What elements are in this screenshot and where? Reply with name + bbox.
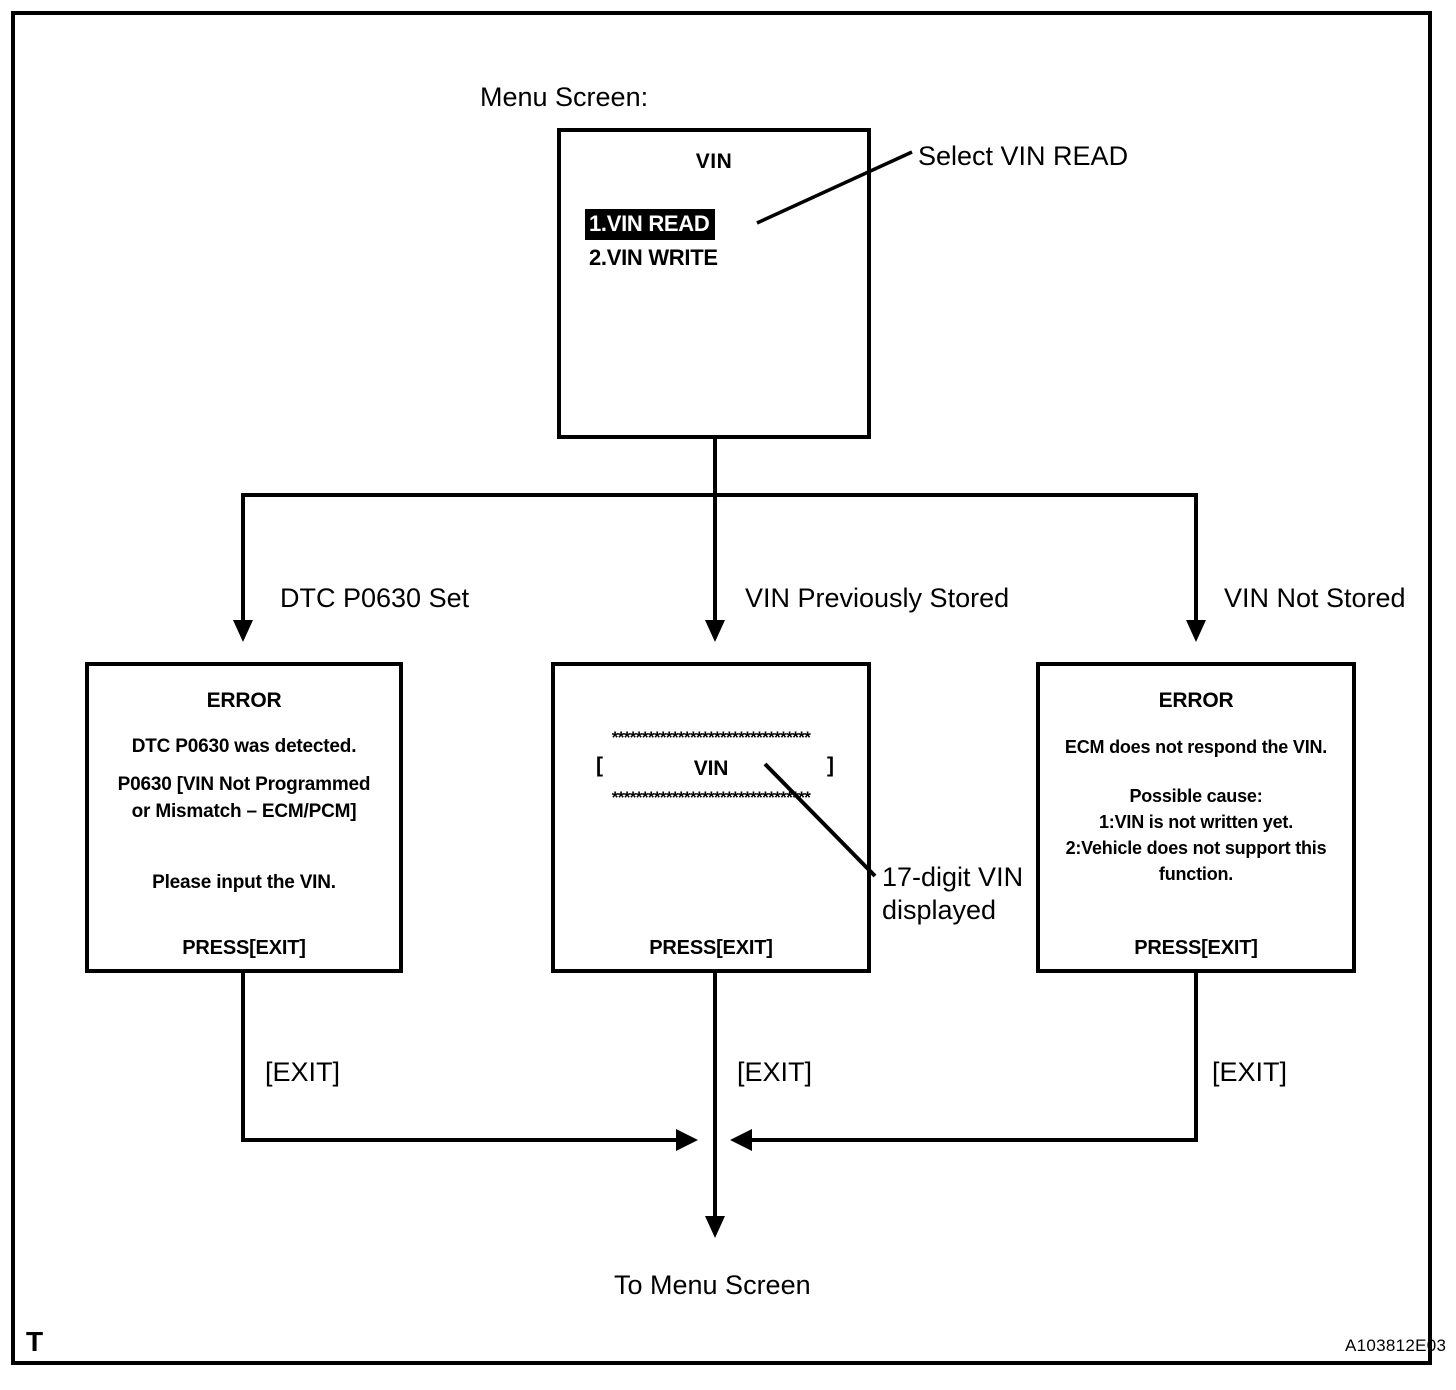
error-dtc-line2: P0630 [VIN Not Programmed — [117, 774, 371, 795]
error-dtc-line3: or Mismatch – ECM/PCM] — [131, 801, 357, 822]
vin-stars-bottom: ********************************* — [611, 788, 811, 807]
error-no-response-line5: function. — [1158, 864, 1234, 884]
vin-stars-top: ********************************* — [611, 728, 811, 747]
document-code: A103812E03 — [1345, 1336, 1447, 1355]
error-no-response-line3: 1:VIN is not written yet. — [1098, 812, 1294, 832]
menu-screen-box: VIN 1.VIN READ 2.VIN WRITE — [557, 128, 871, 439]
error-no-response-line2: Possible cause: — [1129, 786, 1263, 806]
exit-line-center — [713, 973, 717, 1142]
branch-line-center — [713, 493, 717, 623]
final-arrow — [705, 1216, 725, 1238]
merge-arrow-from-left — [676, 1129, 698, 1151]
vin-bracket-right: ] — [827, 754, 834, 777]
error-no-response-screen-box: ERROR ECM does not respond the VIN. Poss… — [1036, 662, 1356, 973]
branch-arrow-right — [1186, 620, 1206, 642]
error-dtc-screen-box: ERROR DTC P0630 was detected. P0630 [VIN… — [85, 662, 403, 973]
exit-label-right: [EXIT] — [1212, 1057, 1288, 1087]
exit-label-left: [EXIT] — [265, 1057, 341, 1087]
branch-line-left — [241, 493, 245, 623]
branch-label-dtc-set: DTC P0630 Set — [280, 583, 470, 613]
branch-arrow-left — [233, 620, 253, 642]
error-dtc-title: ERROR — [206, 689, 282, 712]
error-no-response-line1: ECM does not respond the VIN. — [1064, 737, 1328, 757]
menu-screen-caption: Menu Screen: — [480, 82, 649, 112]
menu-item-vin-write[interactable]: 2.VIN WRITE — [589, 245, 718, 270]
footer-to-menu-screen: To Menu Screen — [614, 1270, 811, 1300]
exit-line-left — [241, 973, 245, 1142]
error-no-response-line4: 2:Vehicle does not support this — [1065, 838, 1327, 858]
page-frame — [11, 11, 1432, 1365]
callout-17-digit-vin-line1: 17-digit VIN — [882, 862, 1024, 892]
error-no-response-title: ERROR — [1158, 689, 1234, 712]
vin-display-screen-box: ********************************* [ VIN … — [551, 662, 871, 973]
branch-bus — [241, 493, 1198, 497]
branch-line-right — [1194, 493, 1198, 623]
merge-arrow-from-right — [730, 1129, 752, 1151]
branch-label-vin-not-stored: VIN Not Stored — [1224, 583, 1406, 613]
error-dtc-line4: Please input the VIN. — [152, 872, 336, 893]
page-corner-mark: T — [26, 1326, 44, 1357]
exit-label-center: [EXIT] — [737, 1057, 813, 1087]
error-dtc-line1: DTC P0630 was detected. — [131, 736, 357, 757]
final-trunk-line — [713, 1138, 717, 1218]
exit-line-right — [1194, 973, 1198, 1142]
error-dtc-footer: PRESS[EXIT] — [182, 937, 306, 959]
merge-line-from-right — [752, 1138, 1198, 1142]
branch-arrow-center — [705, 620, 725, 642]
branch-label-vin-previously-stored: VIN Previously Stored — [745, 583, 1010, 613]
vin-value: VIN — [693, 757, 729, 780]
menu-to-branch-connector — [713, 439, 717, 495]
vin-display-footer: PRESS[EXIT] — [649, 937, 773, 959]
error-no-response-footer: PRESS[EXIT] — [1134, 937, 1258, 959]
vin-bracket-left: [ — [596, 754, 603, 777]
callout-17-digit-vin-line2: displayed — [882, 895, 997, 925]
callout-select-vin-read: Select VIN READ — [918, 141, 1129, 171]
merge-line-from-left — [241, 1138, 681, 1142]
menu-screen-title: VIN — [695, 150, 733, 173]
menu-item-vin-read[interactable]: 1.VIN READ — [585, 209, 716, 240]
